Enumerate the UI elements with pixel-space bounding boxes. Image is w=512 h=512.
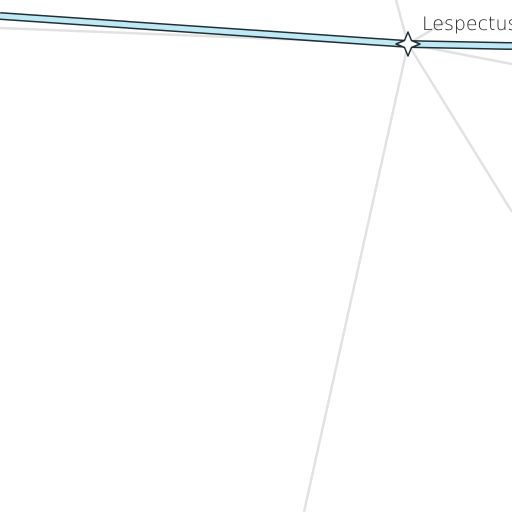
minor-road[interactable] bbox=[406, 43, 512, 213]
minor-road[interactable] bbox=[302, 43, 410, 512]
four-point-star-icon[interactable] bbox=[395, 31, 421, 57]
place-label[interactable]: Lespectus bbox=[422, 13, 512, 35]
